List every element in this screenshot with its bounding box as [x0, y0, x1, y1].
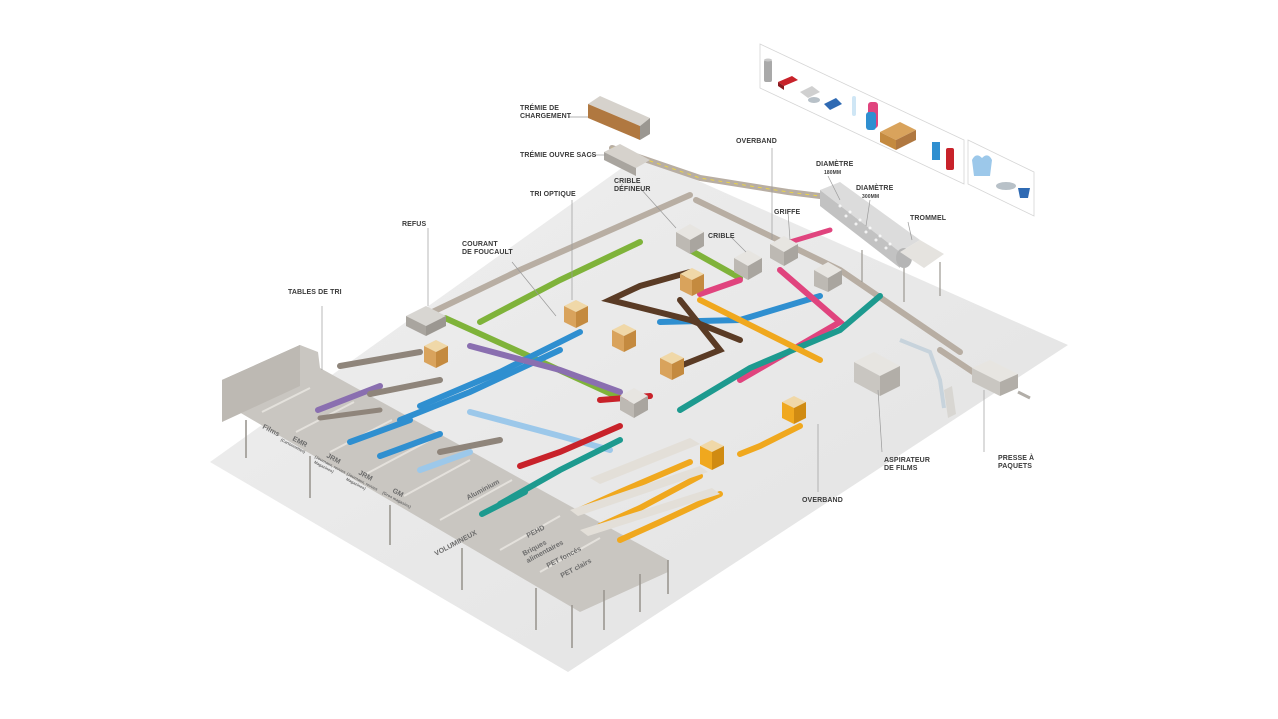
- tray-icon: [800, 86, 820, 98]
- refus-machine: [406, 306, 446, 336]
- label-tremie-chargement-1: TRÉMIE DE: [520, 103, 559, 112]
- label-tremie-ouvre-sacs: TRÉMIE OUVRE SACS: [520, 150, 597, 159]
- eddy-current-machine: [620, 388, 648, 418]
- label-aspirateur-films-1: ASPIRATEUR: [884, 457, 930, 464]
- label-trommel: TROMMEL: [910, 215, 947, 222]
- yogurt-icon: [1018, 188, 1030, 198]
- label-presse-paquets-1: PRESSE À: [998, 453, 1034, 462]
- label-crible-defineur-2: DÉFINEUR: [614, 184, 651, 193]
- sorting-platform: [222, 345, 669, 648]
- bottle-icon: [852, 96, 856, 116]
- materials-panel: [759, 43, 1035, 217]
- label-crible: CRIBLE: [708, 233, 735, 240]
- label-tremie-chargement-2: CHARGEMENT: [520, 113, 572, 120]
- air-duct: [899, 338, 956, 418]
- sorter-box-1: [424, 340, 448, 368]
- tremie-ouvre-sacs-machine: [604, 144, 650, 176]
- crible-defineur-machine: [676, 224, 704, 254]
- callout-labels: TRÉMIE DE CHARGEMENT TRÉMIE OUVRE SACS C…: [288, 103, 1034, 504]
- crible-machine: [734, 250, 762, 280]
- label-diametre-300-1: DIAMÈTRE: [856, 183, 894, 192]
- blue-belt: [417, 329, 583, 409]
- sorter-box-5: [680, 268, 704, 296]
- film-icon: [996, 182, 1016, 190]
- sorter-box-2: [564, 300, 588, 328]
- detergent-icon: [866, 102, 878, 130]
- label-griffe: GRIFFE: [774, 209, 800, 216]
- label-tables-de-tri: TABLES DE TRI: [288, 289, 342, 296]
- shampoo-icon: [946, 148, 954, 170]
- label-overband-bottom: OVERBAND: [802, 497, 843, 504]
- brown-belt: [601, 269, 743, 343]
- label-courant-foucault-1: COURANT: [462, 241, 498, 248]
- label-courant-foucault-2: DE FOUCAULT: [462, 249, 513, 256]
- leader-lines: [321, 116, 985, 492]
- return-belt: [417, 192, 693, 321]
- tremie-chargement-machine: [588, 96, 650, 140]
- foil-icon: [808, 97, 820, 103]
- sorting-tables-lower: [570, 438, 720, 536]
- griffe-machine: [770, 236, 798, 266]
- trommel-machine: [820, 182, 944, 302]
- magazine-icon: [824, 98, 842, 110]
- label-diametre-180-2: 180MM: [824, 170, 841, 176]
- label-tri-optique: TRI OPTIQUE: [530, 191, 576, 198]
- purple-belt: [467, 343, 623, 395]
- cereal-box-icon: [932, 142, 940, 160]
- cardboard-box-icon: [880, 122, 916, 150]
- sorter-box-4: [660, 352, 684, 380]
- label-overband-top: OVERBAND: [736, 138, 777, 145]
- label-presse-paquets-2: PAQUETS: [998, 463, 1032, 470]
- sorter-box-7: [700, 440, 724, 470]
- plastic-bag-icon: [972, 155, 992, 176]
- orange-belt: [697, 297, 823, 363]
- presse-paquets-machine: [972, 360, 1031, 400]
- conveyors: [315, 145, 1003, 543]
- can-icon: [764, 58, 772, 82]
- red-box-icon: [778, 76, 798, 90]
- machines: [406, 96, 1031, 536]
- green-belt: [477, 239, 643, 325]
- label-diametre-300-2: 300MM: [862, 194, 879, 200]
- label-diametre-180-1: DIAMÈTRE: [816, 159, 854, 168]
- sorter-box-6: [782, 396, 806, 424]
- bay-gm: GM: [391, 488, 404, 500]
- label-crible-defineur-1: CRIBLE: [614, 178, 641, 185]
- sorter-box-3: [612, 324, 636, 352]
- label-refus: REFUS: [402, 221, 426, 228]
- overband-top-machine: [814, 262, 842, 292]
- aspirateur-machine: [854, 352, 900, 396]
- label-aspirateur-films-2: DE FILMS: [884, 465, 918, 472]
